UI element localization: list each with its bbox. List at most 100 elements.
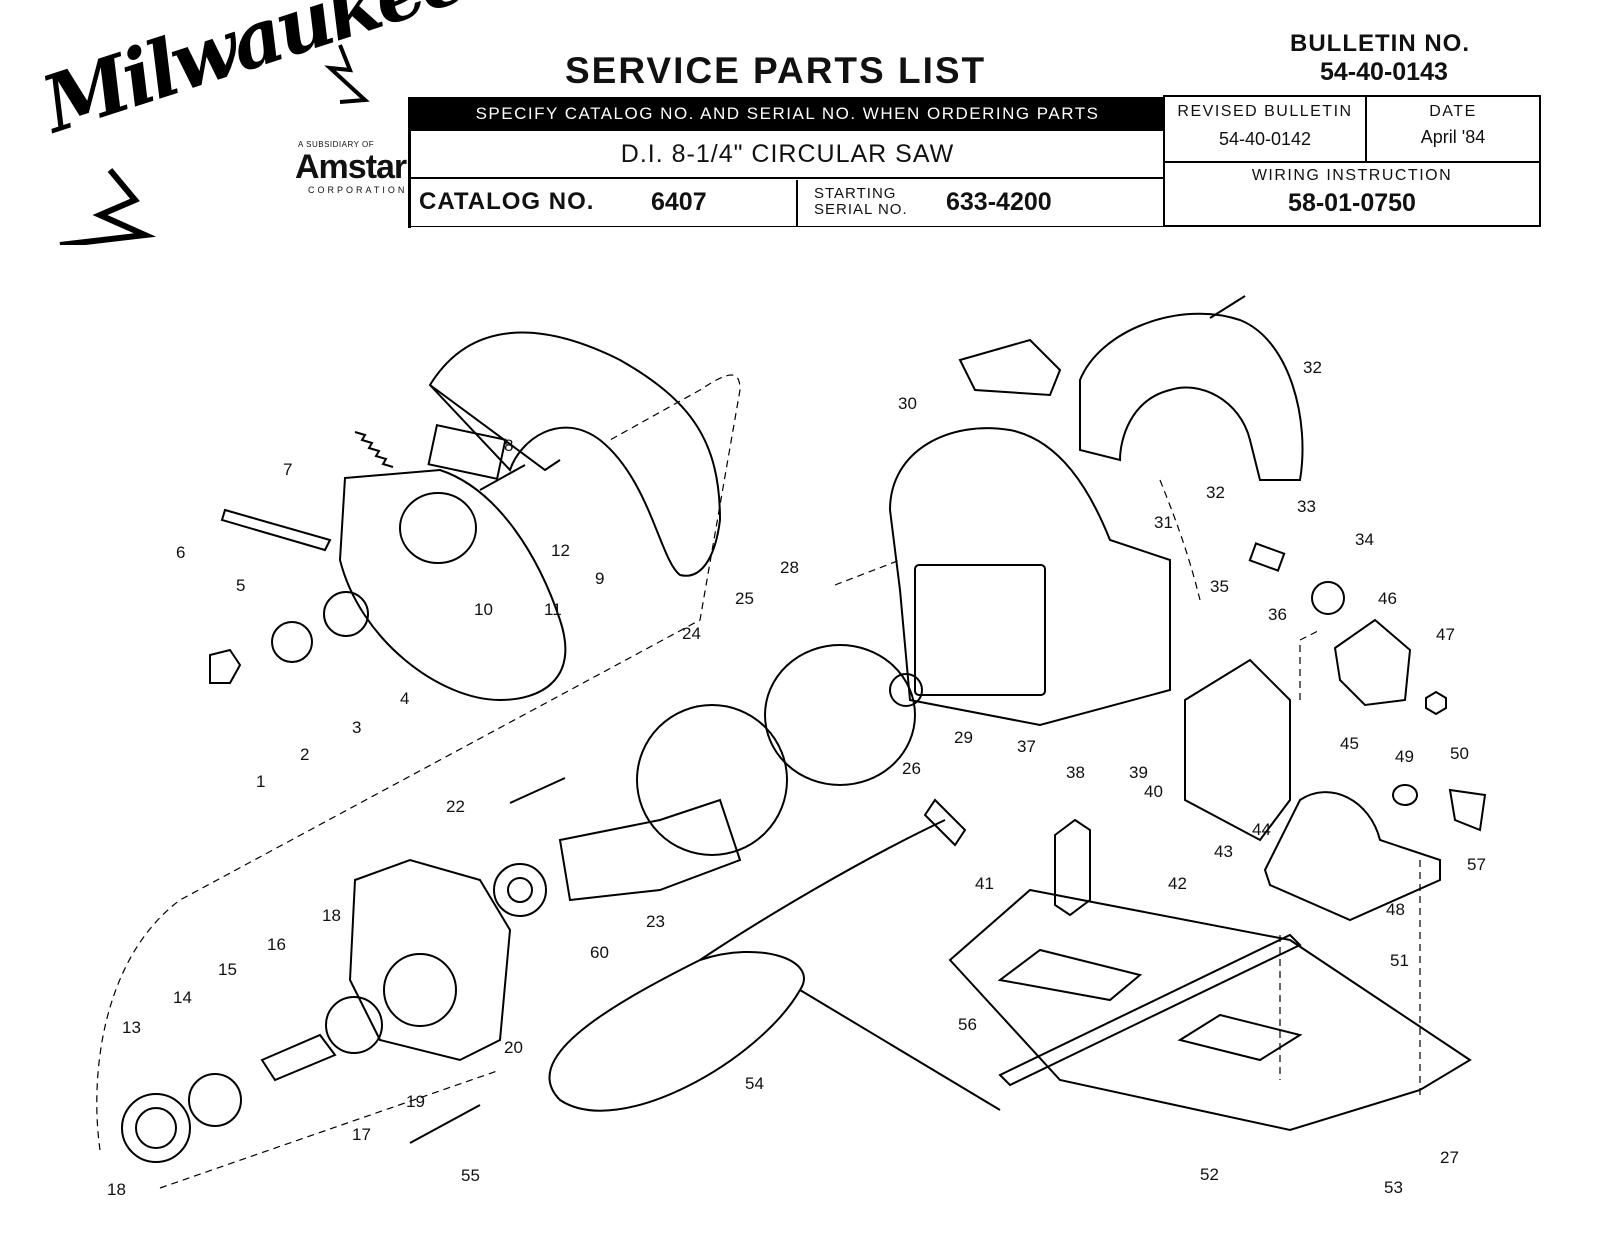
knob-50 xyxy=(1448,788,1487,832)
callout-10: 10 xyxy=(474,600,493,619)
callout-20: 20 xyxy=(504,1038,523,1057)
callout-labels: 1 2 3 4 5 6 7 8 9 10 11 12 13 14 15 16 1… xyxy=(107,358,1486,1199)
date-value: April '84 xyxy=(1420,127,1486,147)
callout-13: 13 xyxy=(122,1018,141,1037)
bearing-60 xyxy=(493,863,547,917)
callout-27: 27 xyxy=(1440,1148,1459,1167)
lightning-bolt-icon xyxy=(59,44,370,245)
screw-32 xyxy=(1209,295,1246,319)
handle-32 xyxy=(1079,312,1304,481)
serial-number: 633-4200 xyxy=(946,188,1052,216)
milwaukee-amstar-logo: Milwaukee A SUBSIDIARY OF Amstar CORPORA… xyxy=(32,0,476,245)
callout-30: 30 xyxy=(898,394,917,413)
knob-46 xyxy=(1333,618,1412,707)
box-divider-vertical xyxy=(1365,97,1367,161)
upper-blade-guard xyxy=(428,331,722,577)
callout-17: 17 xyxy=(352,1125,371,1144)
callout-49: 49 xyxy=(1395,747,1414,766)
screw-12 xyxy=(479,464,526,491)
starting-label-line2: SERIAL NO. xyxy=(814,201,908,218)
bearing-26 xyxy=(889,673,923,707)
callout-35: 35 xyxy=(1210,577,1229,596)
callout-36: 36 xyxy=(1268,605,1287,624)
callout-19: 19 xyxy=(406,1092,425,1111)
date-label: DATE xyxy=(1429,103,1477,120)
brush-cap-34 xyxy=(1311,581,1345,615)
ruler-56 xyxy=(998,933,1302,1087)
power-cord-54 xyxy=(548,819,1001,1112)
callout-9: 9 xyxy=(595,569,604,588)
callout-34: 34 xyxy=(1355,530,1374,549)
exploded-parts-diagram: 1 2 3 4 5 6 7 8 9 10 11 12 13 14 15 16 1… xyxy=(96,295,1487,1199)
callout-15: 15 xyxy=(218,960,237,979)
callout-51: 51 xyxy=(1390,951,1409,970)
plug xyxy=(923,798,967,847)
callout-32b: 32 xyxy=(1206,483,1225,502)
callout-33: 33 xyxy=(1297,497,1316,516)
catalog-label: CATALOG NO. xyxy=(419,188,595,215)
rip-guide-41 xyxy=(1054,818,1091,917)
callout-29: 29 xyxy=(954,728,973,747)
callout-8: 8 xyxy=(504,436,513,455)
callout-7: 7 xyxy=(283,460,292,479)
row-divider xyxy=(796,180,798,226)
callout-57: 57 xyxy=(1467,855,1486,874)
callout-52: 52 xyxy=(1200,1165,1219,1184)
header-left-rule xyxy=(408,97,411,228)
flange-4 xyxy=(323,591,369,637)
callout-56: 56 xyxy=(958,1015,977,1034)
callout-31: 31 xyxy=(1154,513,1173,532)
callout-41: 41 xyxy=(975,874,994,893)
bulletin-number: 54-40-0143 xyxy=(1320,58,1448,86)
guard-lever xyxy=(220,508,332,552)
callout-53: 53 xyxy=(1384,1178,1403,1197)
callout-54: 54 xyxy=(745,1074,764,1093)
gear-case-20 xyxy=(348,858,512,1062)
callout-5: 5 xyxy=(236,576,245,595)
callout-45: 45 xyxy=(1340,734,1359,753)
callout-39: 39 xyxy=(1129,763,1148,782)
callout-55: 55 xyxy=(461,1166,480,1185)
callout-43: 43 xyxy=(1214,842,1233,861)
gear-17 xyxy=(325,996,383,1054)
saw-parts-drawing xyxy=(121,295,1487,1163)
callout-1: 1 xyxy=(256,772,265,791)
callout-44: 44 xyxy=(1252,820,1271,839)
callout-60: 60 xyxy=(590,943,609,962)
amstar-logo-text: Amstar xyxy=(295,148,407,186)
callout-14: 14 xyxy=(173,988,192,1007)
callout-48: 48 xyxy=(1386,900,1405,919)
callout-18b: 18 xyxy=(107,1180,126,1199)
callout-37: 37 xyxy=(1017,737,1036,756)
motor-housing-31 xyxy=(888,427,1171,727)
assembly-lines xyxy=(96,374,1421,1189)
callout-40: 40 xyxy=(1144,782,1163,801)
callout-26: 26 xyxy=(902,759,921,778)
revised-bulletin-number: 54-40-0142 xyxy=(1218,129,1312,149)
brush-33 xyxy=(1248,542,1286,572)
model-name: D.I. 8-1/4" CIRCULAR SAW xyxy=(411,131,1164,179)
callout-4: 4 xyxy=(400,689,409,708)
depth-bracket-44 xyxy=(1184,658,1291,842)
lower-blade-guard xyxy=(338,468,567,702)
screw-22 xyxy=(509,777,566,804)
callout-50: 50 xyxy=(1450,744,1469,763)
nameplate xyxy=(427,423,507,481)
washer-49 xyxy=(1392,784,1418,806)
bulletin-info-box: REVISED BULLETIN 54-40-0142 DATE April '… xyxy=(1163,95,1541,227)
bulletin-label: BULLETIN NO. xyxy=(1290,30,1470,57)
page-title: SERVICE PARTS LIST xyxy=(565,50,987,91)
callout-6: 6 xyxy=(176,543,185,562)
flange-3 xyxy=(271,621,313,663)
callout-11: 11 xyxy=(544,600,562,619)
field-25 xyxy=(764,644,916,786)
armature-23 xyxy=(558,798,742,902)
box-divider-horizontal xyxy=(1165,161,1539,163)
callout-42: 42 xyxy=(1168,874,1187,893)
bearing-14 xyxy=(188,1073,242,1127)
callout-18a: 18 xyxy=(322,906,341,925)
subsidiary-label: A SUBSIDIARY OF xyxy=(298,140,375,149)
bevel-bracket-48 xyxy=(1263,791,1441,922)
field-24 xyxy=(636,704,788,856)
revised-bulletin-label: REVISED BULLETIN xyxy=(1177,103,1353,120)
